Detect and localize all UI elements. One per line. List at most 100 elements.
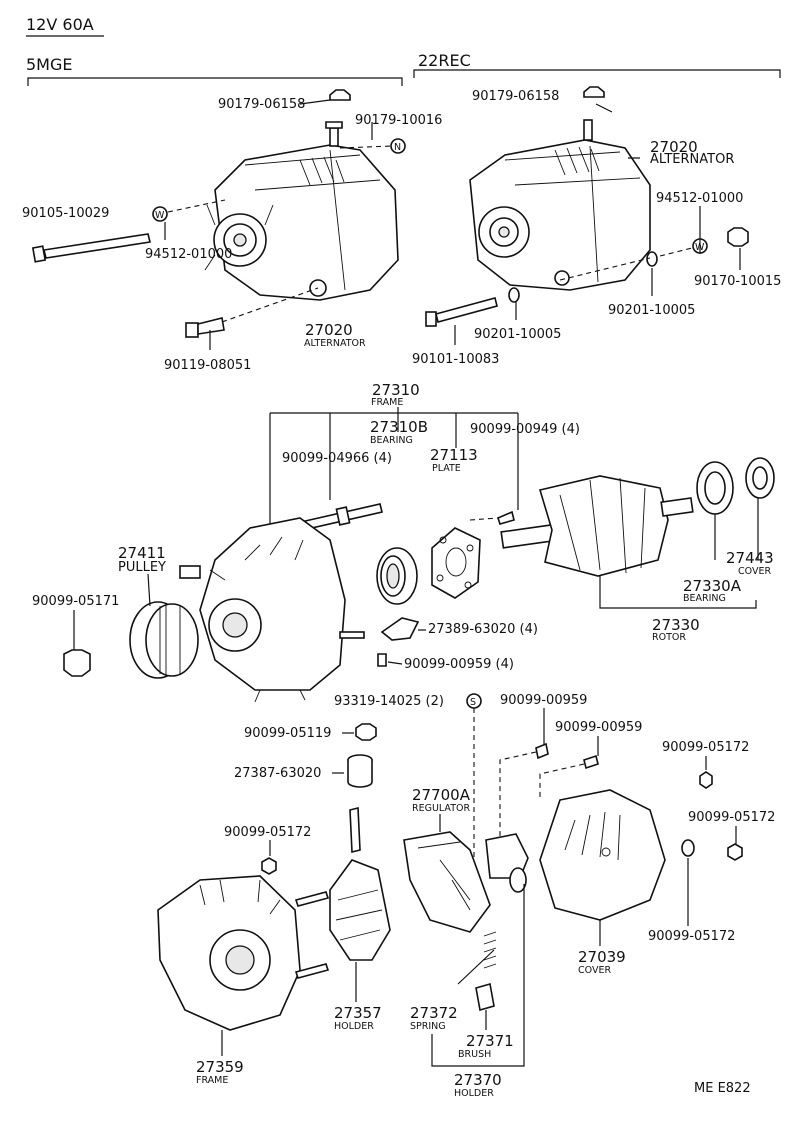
w-mark-circle-left <box>152 206 168 222</box>
callout-90099-00959-c: 90099-00959 <box>555 720 642 735</box>
callout-27370: 27370 <box>454 1071 502 1089</box>
nut-90099-05171 <box>63 649 91 677</box>
callout-90105-10029: 90105-10029 <box>22 206 109 221</box>
callout-27020-left: 27020 <box>305 321 353 339</box>
callout-27389-63020: 27389-63020 (4) <box>428 622 538 637</box>
screw-dash-a <box>469 517 499 521</box>
screw-90099-00959-a <box>377 653 387 667</box>
retainer-27389-63020 <box>380 617 420 641</box>
diagram-code: ME E822 <box>694 1081 751 1096</box>
callout-27113: 27113 <box>430 446 478 464</box>
alternator-5mge-drawing <box>204 121 399 301</box>
pulley-27411 <box>129 601 199 679</box>
spring-label: SPRING <box>410 1021 446 1032</box>
left-leader-lines <box>164 99 373 350</box>
alternator-22rec-drawing <box>469 119 651 291</box>
n-mark-circle <box>390 138 406 154</box>
callout-27357: 27357 <box>334 1004 382 1022</box>
cover-label-a: COVER <box>738 566 771 577</box>
drive-end-frame-housing <box>179 517 365 703</box>
callout-90099-05172-a: 90099-05172 <box>224 825 311 840</box>
callout-90179-06158-left: 90179-06158 <box>218 97 305 112</box>
n-mark-label: N <box>394 142 401 153</box>
callout-27310B: 27310B <box>370 418 428 436</box>
rotor-assembly-bracket <box>599 498 759 609</box>
nut-90179-06158-right <box>583 86 605 98</box>
callout-90201-10005-lower: 90201-10005 <box>474 327 561 342</box>
regulator-label: REGULATOR <box>412 803 470 814</box>
callout-90099-05172-c: 90099-05172 <box>688 810 775 825</box>
spec-label: 12V 60A <box>26 15 94 34</box>
frame-label-b: FRAME <box>196 1075 228 1086</box>
callout-90099-05119: 90099-05119 <box>244 726 331 741</box>
bearing-27330a <box>696 461 734 515</box>
bolt-90105-10029 <box>31 233 151 263</box>
callout-27020-right: 27020 <box>650 138 698 156</box>
cover-27443 <box>745 457 775 499</box>
callout-90099-05172-d: 90099-05172 <box>648 929 735 944</box>
nut-90099-05172-a <box>261 857 277 875</box>
screw-90099-00949 <box>497 510 515 525</box>
callout-93319-14025: 93319-14025 (2) <box>334 694 444 709</box>
callout-90201-10005-upper: 90201-10005 <box>608 303 695 318</box>
callout-27411: 27411 <box>118 544 166 562</box>
brush-label: BRUSH <box>458 1049 491 1060</box>
nut-90170-10015 <box>727 227 749 247</box>
callout-90179-10016: 90179-10016 <box>355 113 442 128</box>
callout-27372: 27372 <box>410 1004 458 1022</box>
rotor-27330 <box>500 475 694 577</box>
rear-cover-27039 <box>539 789 666 921</box>
left-leader-dashes <box>167 145 393 323</box>
callout-27330A: 27330A <box>683 577 742 595</box>
callout-90099-05171: 90099-05171 <box>32 594 119 609</box>
nut-90099-05172-d <box>681 839 695 857</box>
alternator-label-left: ALTERNATOR <box>304 338 366 349</box>
engine-22rec-label: 22REC <box>418 51 471 70</box>
rotor-label: ROTOR <box>652 632 686 643</box>
callout-27330: 27330 <box>652 616 700 634</box>
bearing-label-a: BEARING <box>370 435 413 446</box>
bolt-90119-08051 <box>185 317 225 338</box>
callout-27700A: 27700A <box>412 786 471 804</box>
callout-27371: 27371 <box>466 1032 514 1050</box>
stud-bolt-90099-04966 <box>291 503 383 533</box>
plate-27113 <box>431 527 481 599</box>
right-section-bracket <box>413 69 781 78</box>
plate-label: PLATE <box>432 463 461 474</box>
callout-94512-01000-left: 94512-01000 <box>145 247 232 262</box>
w-mark-label-left: W <box>155 210 165 221</box>
frame-label-a: FRAME <box>371 397 403 408</box>
s-mark-label: S <box>470 697 476 708</box>
holder-label-b: HOLDER <box>454 1088 494 1099</box>
engine-5mge-label: 5MGE <box>26 55 73 74</box>
lower-screw-dashes <box>499 751 585 838</box>
right-leader-dashes <box>559 247 693 281</box>
callout-90099-05172-b: 90099-05172 <box>662 740 749 755</box>
callout-90170-10015: 90170-10015 <box>694 274 781 289</box>
pulley-leader <box>147 573 151 607</box>
nut-90099-05172-b <box>699 771 713 789</box>
bearing-label-b: BEARING <box>683 593 726 604</box>
rectifier-holder-27357 <box>329 806 391 961</box>
screw-00959-a-leader <box>387 661 403 665</box>
nut-90099-05119 <box>355 723 377 741</box>
right-leader-lines <box>454 103 741 345</box>
bearing-27310b <box>376 547 418 605</box>
washer-90201-10005-lower <box>508 287 520 303</box>
nut-90099-05172-c <box>727 843 743 861</box>
regulator-27700a <box>403 831 491 933</box>
callout-27359: 27359 <box>196 1058 244 1076</box>
callout-90179-06158-right: 90179-06158 <box>472 89 559 104</box>
screw-90099-00959-c <box>583 754 599 770</box>
callout-27443: 27443 <box>726 549 774 567</box>
cover-label-b: COVER <box>578 965 611 976</box>
callout-90099-04966: 90099-04966 (4) <box>282 451 392 466</box>
callout-90119-08051: 90119-08051 <box>164 358 251 373</box>
holder-label-a: HOLDER <box>334 1021 374 1032</box>
bolt-90101-10083 <box>425 297 498 327</box>
callout-90099-00959-a: 90099-00959 (4) <box>404 657 514 672</box>
brush-27371 <box>475 982 495 1012</box>
spring-27372 <box>483 931 497 969</box>
nut-90179-06158-left <box>329 89 351 101</box>
